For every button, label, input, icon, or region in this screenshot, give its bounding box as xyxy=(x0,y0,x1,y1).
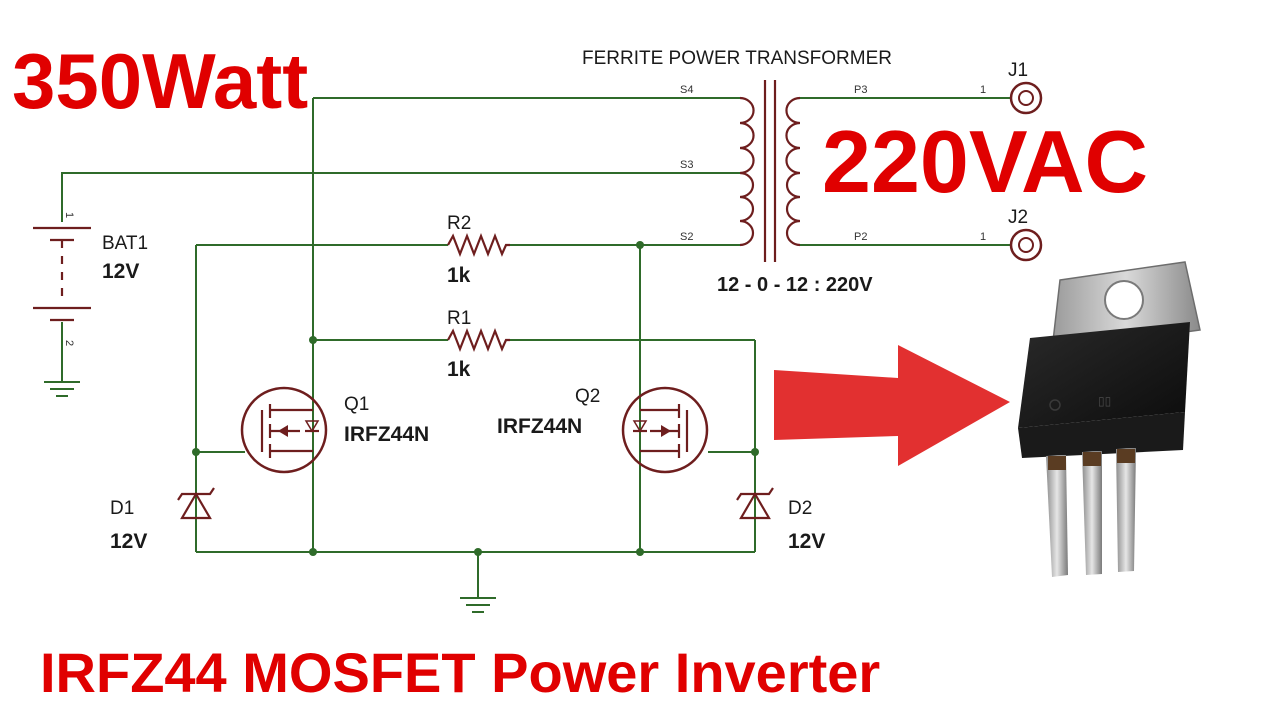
connector-j1-ref: J1 xyxy=(1008,60,1028,81)
mosfet-q2-ref: Q2 xyxy=(575,386,600,407)
pin-s4: S4 xyxy=(680,84,693,96)
transformer: FERRITE POWER TRANSFORMER S4 S3 S2 P3 P2… xyxy=(582,48,892,296)
resistor-r2-ref: R2 xyxy=(447,213,471,234)
mosfet-q1-ref: Q1 xyxy=(344,394,369,415)
headline-title: IRFZ44 MOSFET Power Inverter xyxy=(40,641,880,704)
battery: 1 2 BAT1 12V xyxy=(33,212,148,346)
diode-d2-value: 12V xyxy=(788,530,825,553)
battery-pin-bottom: 2 xyxy=(63,340,75,346)
ground-icon xyxy=(460,597,496,613)
mosfet-q1: Q1 IRFZ44N xyxy=(240,386,429,474)
diode-d1-value: 12V xyxy=(110,530,147,553)
pin-p2: P2 xyxy=(854,231,867,243)
to220-mosfet-icon: ▯▯ xyxy=(1018,261,1201,577)
resistor-r1-value: 1k xyxy=(447,358,471,381)
battery-pin-top: 1 xyxy=(63,212,75,218)
pin-p3: P3 xyxy=(854,84,867,96)
connector-j1-pin: 1 xyxy=(980,84,986,96)
connector-j1: J1 1 xyxy=(980,60,1043,115)
resistor-r1: R1 1k xyxy=(447,308,510,381)
package-marking-icon: ▯▯ xyxy=(1098,394,1111,408)
connector-j2-ref: J2 xyxy=(1008,207,1028,228)
junction-dots xyxy=(192,241,759,556)
battery-ref: BAT1 xyxy=(102,233,148,254)
connector-j2: J2 1 xyxy=(980,207,1043,262)
headline-power: 350Watt xyxy=(12,37,308,125)
pin-s3: S3 xyxy=(680,159,693,171)
resistor-r2-value: 1k xyxy=(447,264,471,287)
diode-d2-ref: D2 xyxy=(788,498,812,519)
diode-d1-ref: D1 xyxy=(110,498,134,519)
mosfet-q2-part: IRFZ44N xyxy=(497,415,582,438)
mosfet-q2: Q2 IRFZ44N xyxy=(497,386,709,474)
terminal-inner-icon xyxy=(1018,90,1034,106)
headline-output-voltage: 220VAC xyxy=(822,112,1148,211)
resistor-r1-ref: R1 xyxy=(447,308,471,329)
transformer-title: FERRITE POWER TRANSFORMER xyxy=(582,48,892,69)
mosfet-q1-part: IRFZ44N xyxy=(344,423,429,446)
resistor-r2: R2 1k xyxy=(447,213,510,287)
battery-value: 12V xyxy=(102,260,139,283)
ground-icon xyxy=(44,381,80,397)
connector-j2-pin: 1 xyxy=(980,231,986,243)
diode-d1: D1 12V xyxy=(110,487,215,553)
diode-d2: D2 12V xyxy=(736,487,825,553)
terminal-inner-icon xyxy=(1018,237,1034,253)
pin-s2: S2 xyxy=(680,231,693,243)
terminal-icon xyxy=(1009,81,1043,115)
transformer-ratio: 12 - 0 - 12 : 220V xyxy=(717,274,873,296)
terminal-icon xyxy=(1009,228,1043,262)
red-arrow-icon xyxy=(774,345,1010,466)
